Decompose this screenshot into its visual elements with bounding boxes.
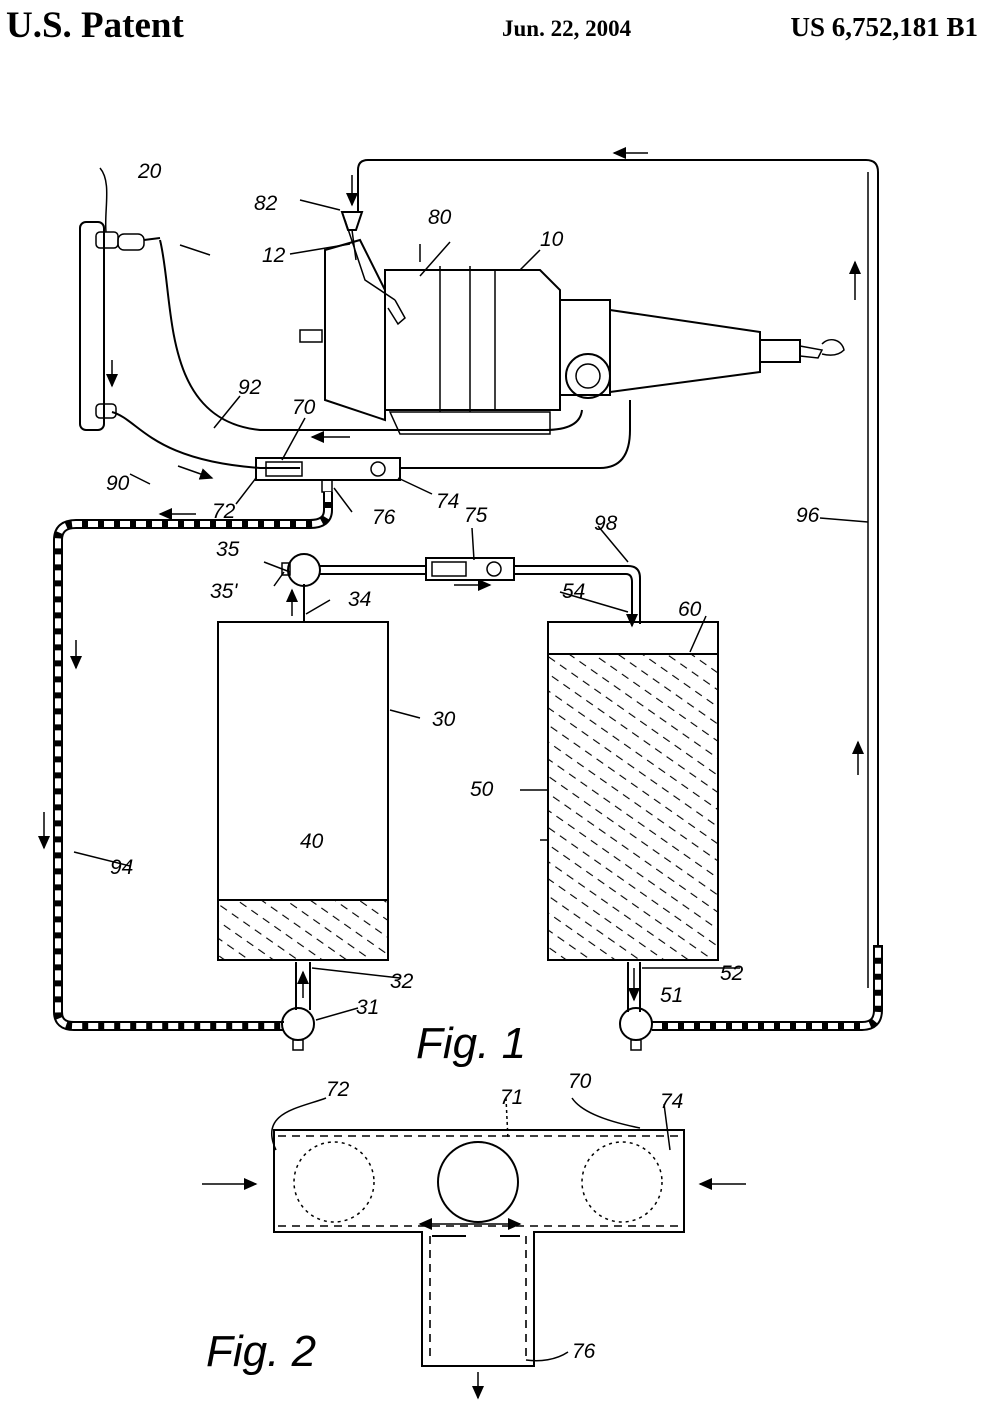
ref-40: 40 — [300, 830, 324, 853]
ref-30: 30 — [432, 708, 456, 731]
line-96 — [357, 159, 879, 988]
ref-20: 20 — [137, 160, 162, 183]
valve-51 — [619, 1007, 653, 1041]
fig2-ref-71: 71 — [500, 1086, 523, 1109]
fig2-ref-74: 74 — [660, 1090, 683, 1113]
valve-35 — [281, 553, 641, 628]
ref-50: 50 — [470, 778, 494, 801]
ref-51: 51 — [660, 984, 683, 1007]
ref-74: 74 — [436, 490, 459, 513]
patent-number: US 6,752,181 B1 — [790, 12, 978, 42]
ref-76: 76 — [372, 506, 396, 529]
ref-72: 72 — [212, 500, 236, 523]
ref-54: 54 — [562, 580, 585, 603]
ref-80: 80 — [428, 206, 452, 229]
ref-94: 94 — [110, 856, 133, 879]
ref-35: 35 — [216, 538, 240, 561]
valve-70 — [255, 457, 401, 493]
ref-70: 70 — [292, 396, 316, 419]
ref-75: 75 — [464, 504, 488, 527]
transmission-10 — [299, 219, 845, 435]
cooler-20 — [79, 167, 161, 431]
ref-35-prime: 35' — [210, 580, 238, 603]
fig2-ref-76: 76 — [572, 1340, 596, 1363]
patent-header-left: U.S. Patent — [6, 5, 184, 46]
fig2-caption: Fig. 2 — [206, 1327, 316, 1376]
tank-50 — [547, 621, 719, 1012]
patent-date: Jun. 22, 2004 — [502, 16, 632, 41]
ref-52: 52 — [720, 962, 744, 985]
ref-96: 96 — [796, 504, 820, 527]
ref-98: 98 — [594, 512, 618, 535]
line-92 — [159, 239, 583, 431]
fig2-diagram: 72 71 70 74 76 Fig. 2 — [202, 1070, 746, 1400]
ref-31: 31 — [356, 996, 379, 1019]
line-90 — [111, 411, 300, 469]
ref-82: 82 — [254, 192, 278, 215]
ref-60: 60 — [678, 598, 702, 621]
ref-92: 92 — [238, 376, 262, 399]
ref-34: 34 — [348, 588, 371, 611]
ref-90: 90 — [106, 472, 130, 495]
fig1-diagram: 20 10 12 82 80 92 70 90 72 76 74 75 98 9… — [38, 147, 883, 1068]
ref-10: 10 — [540, 228, 564, 251]
ref-12: 12 — [262, 244, 286, 267]
tank-30 — [217, 584, 389, 1010]
fig2-ref-70: 70 — [568, 1070, 592, 1093]
fill-tube-80 — [340, 175, 364, 261]
valve-31 — [281, 1007, 315, 1041]
fig1-caption: Fig. 1 — [416, 1019, 526, 1068]
ref-32: 32 — [390, 970, 414, 993]
fig2-ref-72: 72 — [326, 1078, 350, 1101]
